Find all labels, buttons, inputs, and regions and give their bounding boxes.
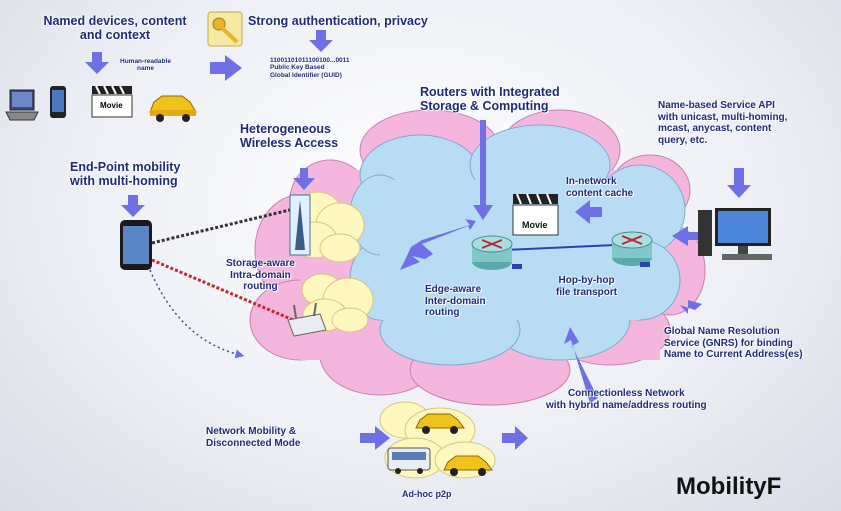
gnrs-label: Global Name Resolution Service (GNRS) fo… <box>664 326 803 360</box>
heterogeneous-access-label: Heterogeneous Wireless Access <box>240 122 339 151</box>
phone-ap-link <box>151 258 306 327</box>
taxi-icon-adhoc-top <box>415 413 465 434</box>
movie-clapper-label: Movie <box>100 101 123 110</box>
name-service-api-label: Name-based Service API with unicast, mul… <box>658 100 788 146</box>
routers-label: Routers with Integrated Storage & Comput… <box>420 85 560 114</box>
taxi-icon <box>149 95 197 122</box>
phone-tower-link <box>151 206 299 245</box>
movie-cache-label: Movie <box>522 220 548 230</box>
human-readable-name-label: Human-readable name <box>120 58 171 73</box>
big-arrows <box>85 30 751 450</box>
strong-auth-label: Strong authentication, privacy <box>248 14 428 28</box>
hop-by-hop-label: Hop-by-hop file transport <box>556 275 618 298</box>
taxi-icon-adhoc-bottom <box>443 455 493 476</box>
desktop-computer-icon <box>698 208 772 260</box>
phone-icon <box>50 86 66 118</box>
movie-clapper-icon <box>91 85 133 118</box>
wifi-access-point-icon <box>287 302 327 337</box>
network-mobility-label: Network Mobility & Disconnected Mode <box>206 426 301 449</box>
laptop-icon <box>5 89 39 121</box>
router-icon-right <box>611 231 653 267</box>
in-network-cache-label: In-network content cache <box>566 176 634 199</box>
adhoc-p2p-label: Ad-hoc p2p <box>402 489 452 499</box>
endpoint-mobility-label: End-Point mobility with multi-homing <box>70 160 181 189</box>
router-link <box>504 244 616 251</box>
named-devices-label: Named devices, content and context <box>43 14 187 43</box>
connectionless-network-label: Connectionless Network with hybrid name/… <box>546 388 707 411</box>
bus-icon <box>387 447 431 474</box>
mobility-dotted-arrow <box>149 269 245 359</box>
smartphone-icon <box>120 220 152 270</box>
watermark-title: MobilityF <box>676 473 782 500</box>
guid-label: 11001101011100100...0011 Public Key Base… <box>270 57 350 79</box>
storage-aware-label: Storage-aware Intra-domain routing <box>226 258 295 292</box>
edge-aware-label: Edge-aware Inter-domain routing <box>425 284 486 318</box>
cell-tower-icon <box>289 194 311 256</box>
router-icon-left <box>471 235 522 270</box>
key-icon <box>207 11 243 47</box>
movie-cache-icon <box>512 193 559 236</box>
